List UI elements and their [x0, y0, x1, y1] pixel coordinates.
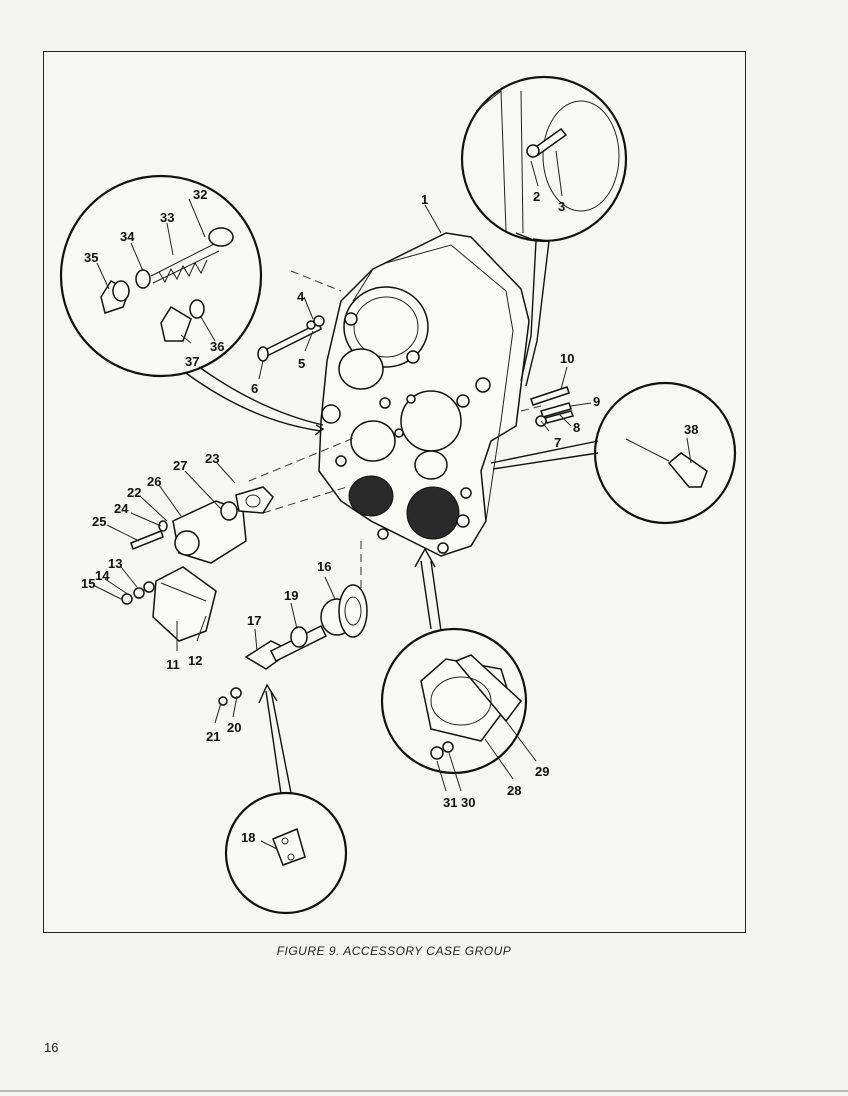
callout-9: 9: [593, 394, 600, 409]
callout-29: 29: [535, 764, 549, 779]
callout-12: 12: [188, 653, 202, 668]
callout-13: 13: [108, 556, 122, 571]
callout-10: 10: [560, 351, 574, 366]
callout-19: 19: [284, 588, 298, 603]
callout-30: 30: [461, 795, 475, 810]
callout-32: 32: [193, 187, 207, 202]
callout-17: 17: [247, 613, 261, 628]
detail-circle-fitting: [490, 381, 737, 525]
accessory-drive-assembly: [130, 486, 274, 564]
gear-and-shaft: [218, 584, 368, 706]
callout-24: 24: [114, 501, 129, 516]
exploded-view-diagram: 1 2 3 4 5 6 7 8 9 10 11 12 13 14 15 16 1…: [59, 75, 737, 915]
accessory-case-housing: [318, 232, 530, 557]
callout-36: 36: [210, 339, 224, 354]
callout-27: 27: [173, 458, 187, 473]
callout-8: 8: [573, 420, 580, 435]
leader-lines: [92, 150, 692, 850]
right-side-bolts: [530, 386, 575, 427]
callout-25: 25: [92, 514, 106, 529]
callout-38: 38: [684, 422, 698, 437]
callout-16: 16: [317, 559, 331, 574]
callout-1: 1: [421, 192, 428, 207]
diagram-frame: 1 2 3 4 5 6 7 8 9 10 11 12 13 14 15 16 1…: [43, 51, 746, 933]
figure-caption: FIGURE 9. ACCESSORY CASE GROUP: [276, 944, 512, 958]
callout-labels: 1 2 3 4 5 6 7 8 9 10 11 12 13 14 15 16 1…: [81, 187, 698, 845]
callout-14: 14: [95, 568, 110, 583]
callout-6: 6: [251, 381, 258, 396]
callout-15: 15: [81, 576, 95, 591]
page-edge: [0, 1090, 848, 1092]
callout-22: 22: [127, 485, 141, 500]
callout-28: 28: [507, 783, 521, 798]
pump-cover-plate: [121, 566, 217, 642]
detail-circle-cover-plate: [224, 683, 348, 915]
callout-5: 5: [298, 356, 305, 371]
callout-2: 2: [533, 189, 540, 204]
callout-26: 26: [147, 474, 161, 489]
callout-21: 21: [206, 729, 220, 744]
callout-23: 23: [205, 451, 219, 466]
callout-35: 35: [84, 250, 98, 265]
callout-20: 20: [227, 720, 241, 735]
callout-4: 4: [297, 289, 305, 304]
callout-31: 31: [443, 795, 457, 810]
callout-37: 37: [185, 354, 199, 369]
callout-3: 3: [558, 199, 565, 214]
callout-34: 34: [120, 229, 135, 244]
long-bolt: [257, 315, 325, 362]
callout-11: 11: [166, 657, 180, 672]
callout-33: 33: [160, 210, 174, 225]
detail-circle-lockwasher: [460, 75, 628, 387]
detail-circle-cover: [380, 547, 528, 775]
detail-circle-relief-valve: [59, 174, 325, 436]
callout-7: 7: [554, 435, 561, 450]
callout-18: 18: [241, 830, 255, 845]
alignment-lines: [248, 270, 542, 601]
page-number: 16: [44, 1040, 59, 1055]
